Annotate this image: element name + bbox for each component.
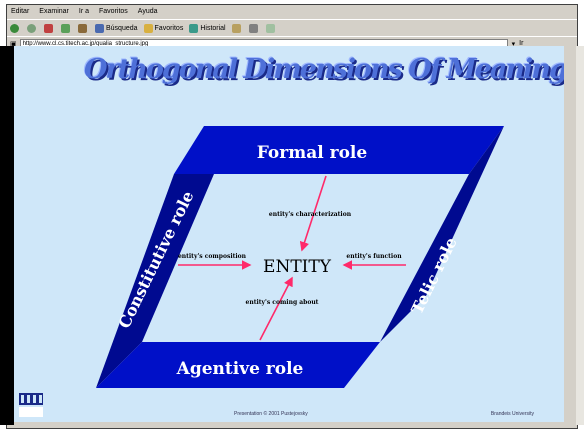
menu-item-view[interactable]: Examinar — [39, 8, 69, 15]
search-button-label: Búsqueda — [106, 24, 138, 32]
menu-bar: Editar Examinar Ir a Favoritos Ayuda — [7, 5, 577, 18]
arrow-left-label: entity's composition — [178, 253, 247, 260]
vertical-scrollbar[interactable] — [576, 46, 584, 425]
mail-button[interactable] — [231, 23, 243, 33]
print-icon — [248, 23, 258, 33]
favorites-button[interactable]: Favoritos — [143, 23, 184, 33]
qualia-diagram: Formal role Agentive role Constitutive r… — [96, 126, 504, 388]
page-content: Orthogonal Dimensions Of Meaning Formal … — [14, 46, 564, 422]
footer-institution: Brandeis University — [490, 411, 534, 417]
history-button-label: Historial — [200, 24, 226, 32]
page-icon: ▣ — [10, 40, 17, 48]
forward-button[interactable] — [27, 23, 38, 33]
search-icon — [95, 23, 104, 33]
stop-icon — [44, 23, 53, 33]
arrow-bottom-label: entity's coming about — [246, 299, 319, 306]
menu-item-go[interactable]: Ir a — [78, 8, 89, 15]
favorites-button-label: Favoritos — [154, 24, 184, 32]
formal-role-panel — [174, 126, 504, 174]
formal-role-label: Formal role — [257, 143, 368, 163]
agentive-role-panel — [96, 342, 380, 388]
footer-copyright: Presentation © 2001 Pustejovsky — [234, 411, 308, 417]
arrow-top — [299, 175, 327, 252]
constitutive-role-panel — [96, 174, 214, 388]
stop-button[interactable] — [44, 23, 55, 33]
favorites-icon — [143, 23, 153, 33]
university-logo — [19, 393, 43, 417]
back-button[interactable] — [10, 23, 21, 33]
menu-item-help[interactable]: Ayuda — [137, 8, 158, 15]
arrow-right-label: entity's function — [346, 253, 402, 260]
history-icon — [189, 23, 199, 33]
back-icon — [10, 23, 19, 33]
search-button[interactable]: Búsqueda — [95, 23, 138, 33]
entity-label: ENTITY — [263, 257, 332, 277]
telic-role-panel — [380, 126, 504, 342]
left-frame — [0, 46, 14, 425]
refresh-icon — [61, 23, 70, 33]
print-button[interactable] — [248, 23, 260, 33]
mail-icon — [231, 23, 241, 33]
home-button[interactable] — [78, 23, 89, 33]
menu-item-favorites[interactable]: Favoritos — [99, 8, 128, 15]
arrow-top-label: entity's characterization — [269, 211, 352, 218]
page-banner: Orthogonal Dimensions Of Meaning — [84, 54, 564, 85]
arrow-bottom — [259, 276, 293, 341]
toolbar: Búsqueda Favoritos Historial — [7, 19, 577, 36]
menu-item-edit[interactable]: Editar — [11, 8, 30, 15]
edit-icon — [265, 23, 275, 33]
address-dropdown-icon[interactable]: ▾ — [511, 40, 516, 48]
home-icon — [78, 23, 87, 33]
history-button[interactable]: Historial — [189, 23, 226, 33]
edit-button[interactable] — [265, 23, 277, 33]
page-footer: Presentation © 2001 Pustejovsky Brandeis… — [14, 392, 564, 420]
agentive-role-label: Agentive role — [176, 359, 304, 379]
refresh-button[interactable] — [61, 23, 72, 33]
go-button[interactable]: Ir — [519, 40, 524, 47]
forward-icon — [27, 23, 36, 33]
